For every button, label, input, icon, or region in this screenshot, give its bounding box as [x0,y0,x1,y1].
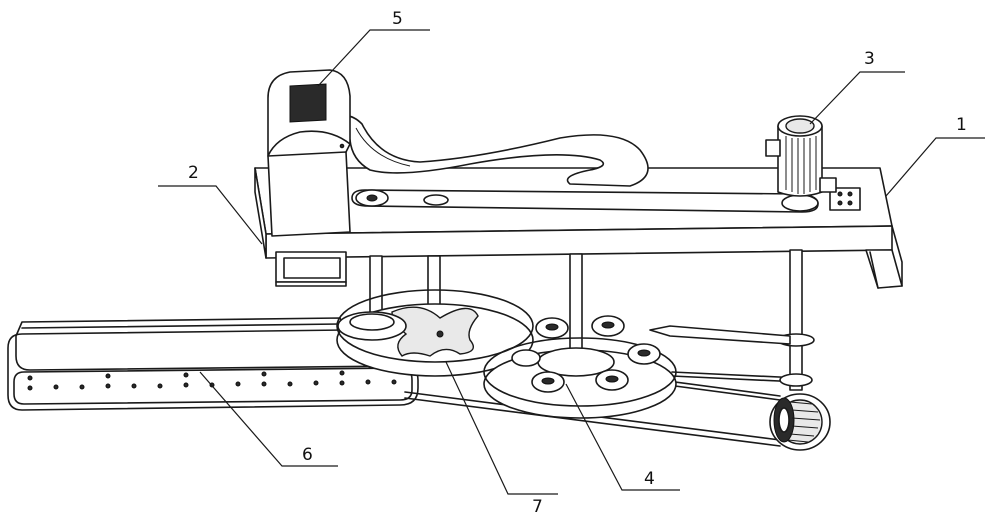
label-4: 4 [644,469,655,489]
camera-hood [267,69,351,237]
top-belt [351,187,861,213]
rollers [511,315,661,393]
label-2: 2 [188,163,199,183]
label-6: 6 [302,445,313,465]
callout-numbers: 5 3 1 2 6 7 4 [188,9,967,517]
label-1: 1 [956,115,967,135]
feed-chute [339,115,649,187]
star-disc [336,289,534,377]
label-7: 7 [532,497,543,517]
motor [765,115,837,197]
leader-lines [158,29,985,495]
bevel-gear [769,393,831,451]
shafts [369,249,815,391]
label-5: 5 [392,9,403,29]
roller-disc [483,315,791,419]
conveyor-belt [7,317,419,411]
label-3: 3 [864,49,875,69]
